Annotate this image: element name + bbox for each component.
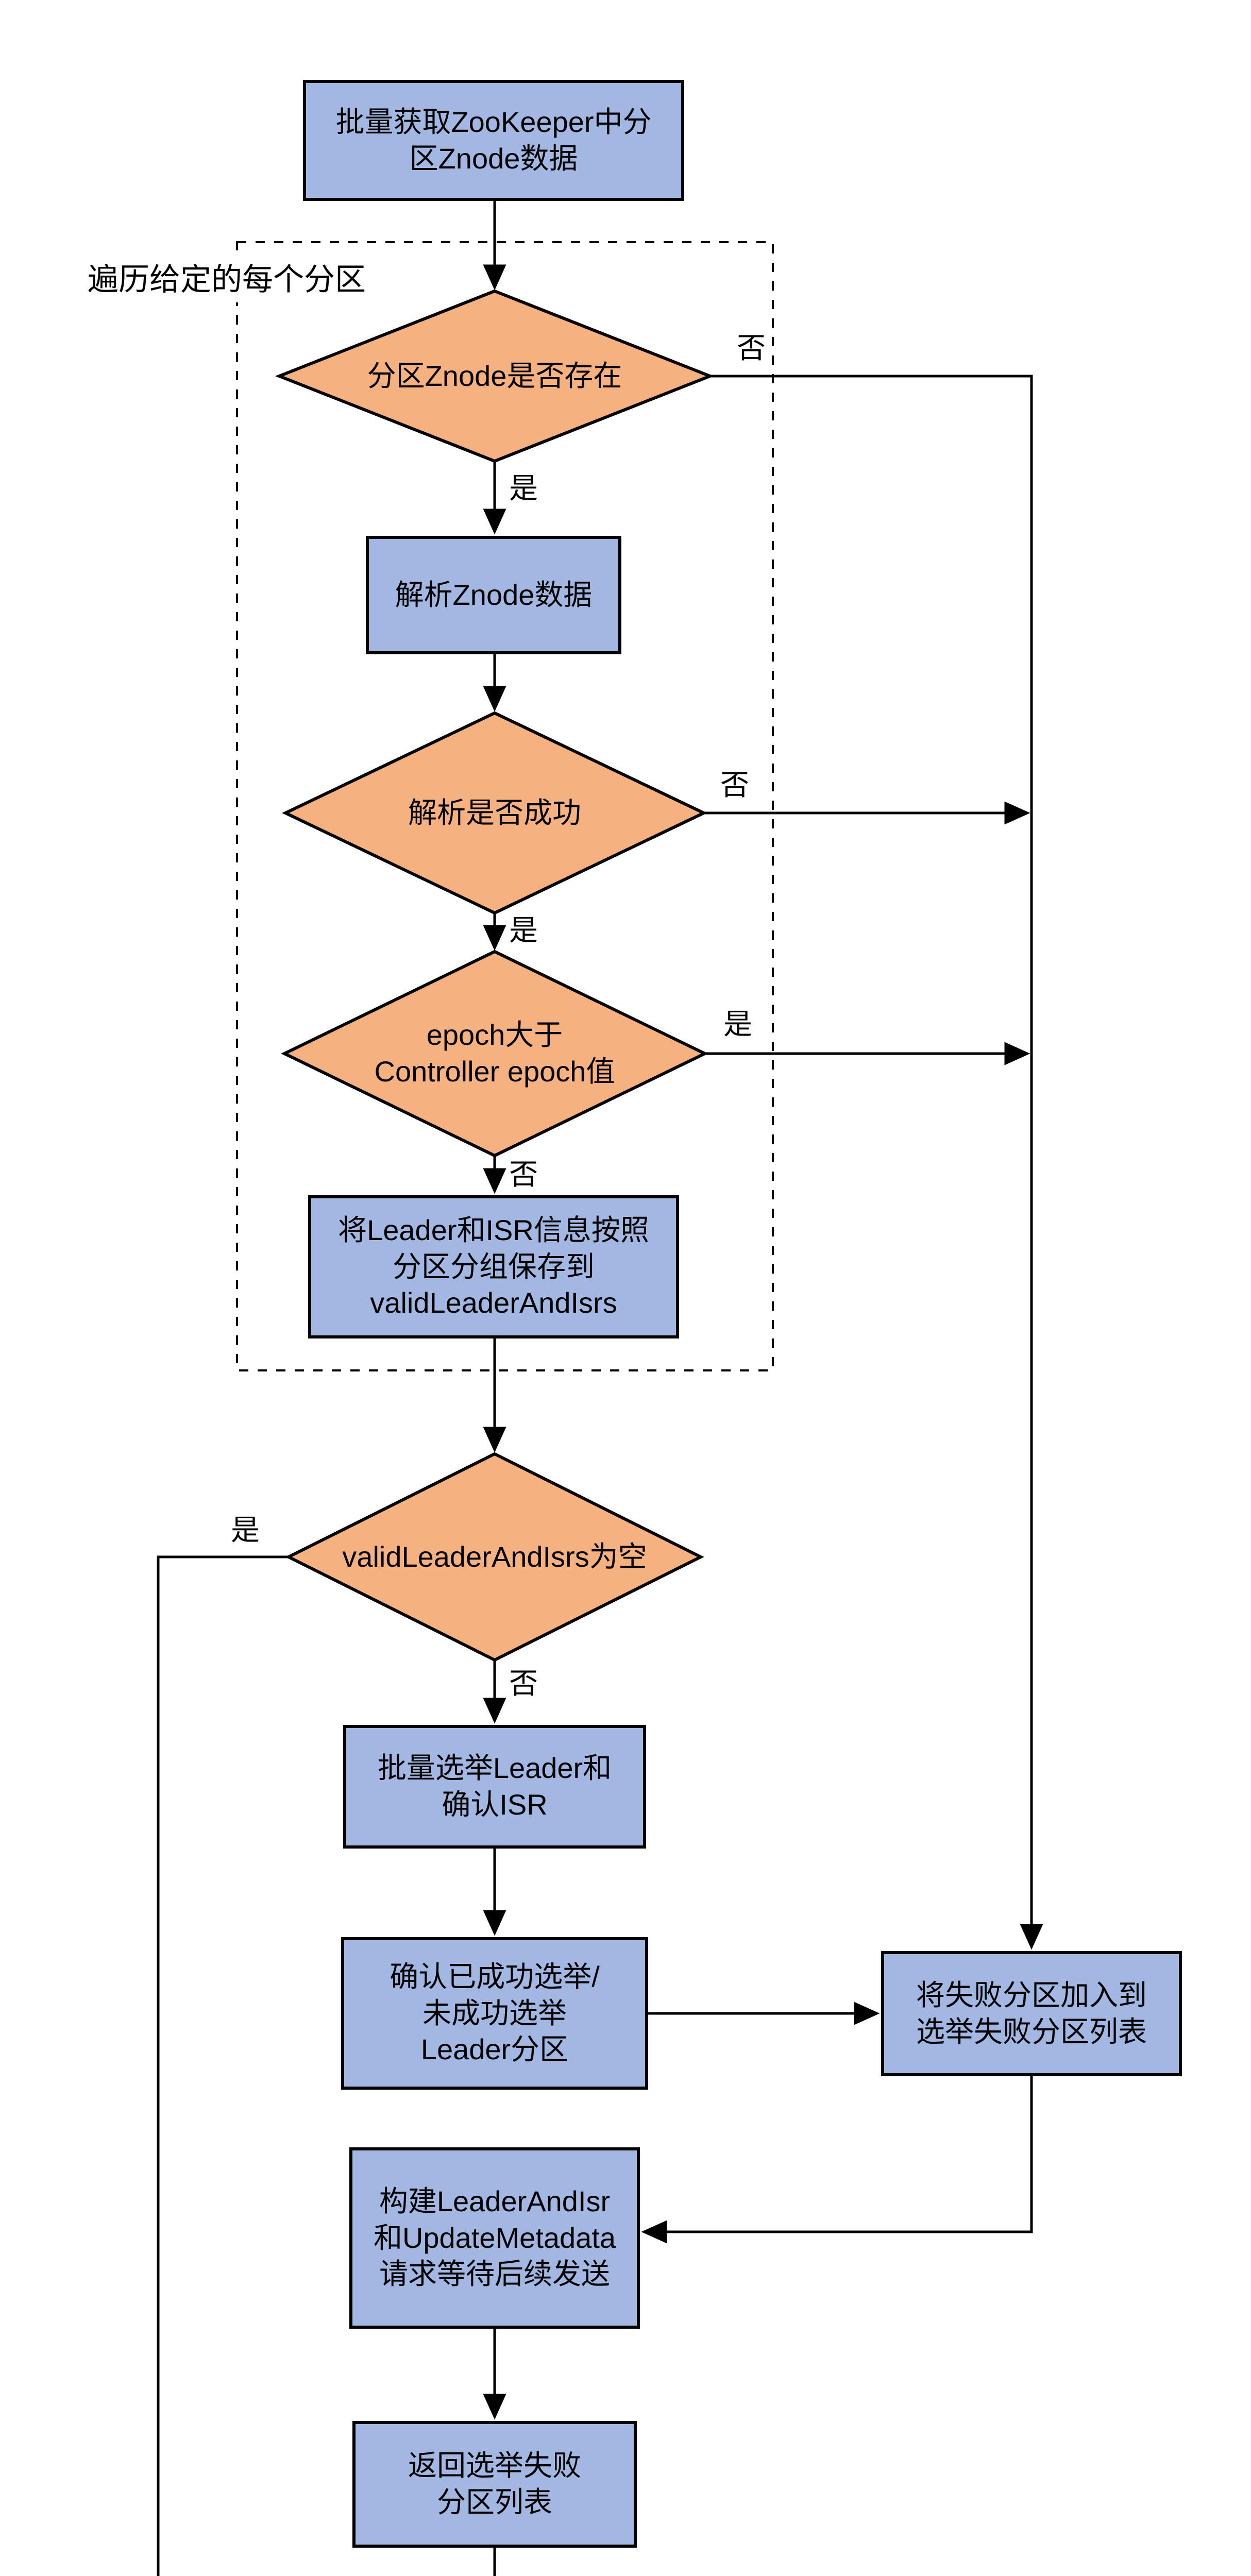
loop-group-border	[236, 241, 774, 1371]
decision-epoch-check-shape	[281, 950, 708, 1158]
branch-label-epoch-yes: 是	[723, 1008, 752, 1040]
edge-exists-no-trunk	[710, 375, 1043, 1950]
branch-label-valid-empty-yes: 是	[231, 1514, 260, 1546]
branch-label-parse-success-no: 否	[720, 769, 749, 801]
branch-label-znode-exists-yes: 是	[509, 472, 538, 504]
branch-label-epoch-no: 否	[509, 1158, 538, 1191]
decision-valid-empty-shape	[285, 1452, 704, 1662]
branch-label-parse-success-yes: 是	[509, 914, 538, 946]
node-build-requests: 构建LeaderAndIsr 和UpdateMetadata 请求等待后续发送	[349, 2147, 640, 2329]
branch-label-valid-empty-no: 否	[509, 1667, 538, 1700]
decision-znode-exists-shape	[275, 289, 715, 463]
node-save-valid: 将Leader和ISR信息按照 分区分组保存到 validLeaderAndIs…	[308, 1195, 679, 1338]
branch-label-znode-exists-no: 否	[737, 332, 766, 364]
node-return-failed: 返回选举失败 分区列表	[352, 2421, 637, 2548]
loop-group-label: 遍历给定的每个分区	[88, 251, 383, 302]
node-fetch-znode: 批量获取ZooKeeper中分 区Znode数据	[303, 80, 684, 201]
node-parse-znode: 解析Znode数据	[366, 536, 621, 654]
node-add-failed: 将失败分区加入到 选举失败分区列表	[881, 1951, 1182, 2076]
edge-empty-yes-return	[157, 1555, 289, 2576]
node-confirm-elect: 确认已成功选举/ 未成功选举 Leader分区	[341, 1937, 648, 2090]
edge-failed-to-build	[641, 2076, 1033, 2244]
node-batch-elect: 批量选举Leader和 确认ISR	[343, 1725, 646, 1849]
decision-parse-success-shape	[282, 711, 707, 915]
